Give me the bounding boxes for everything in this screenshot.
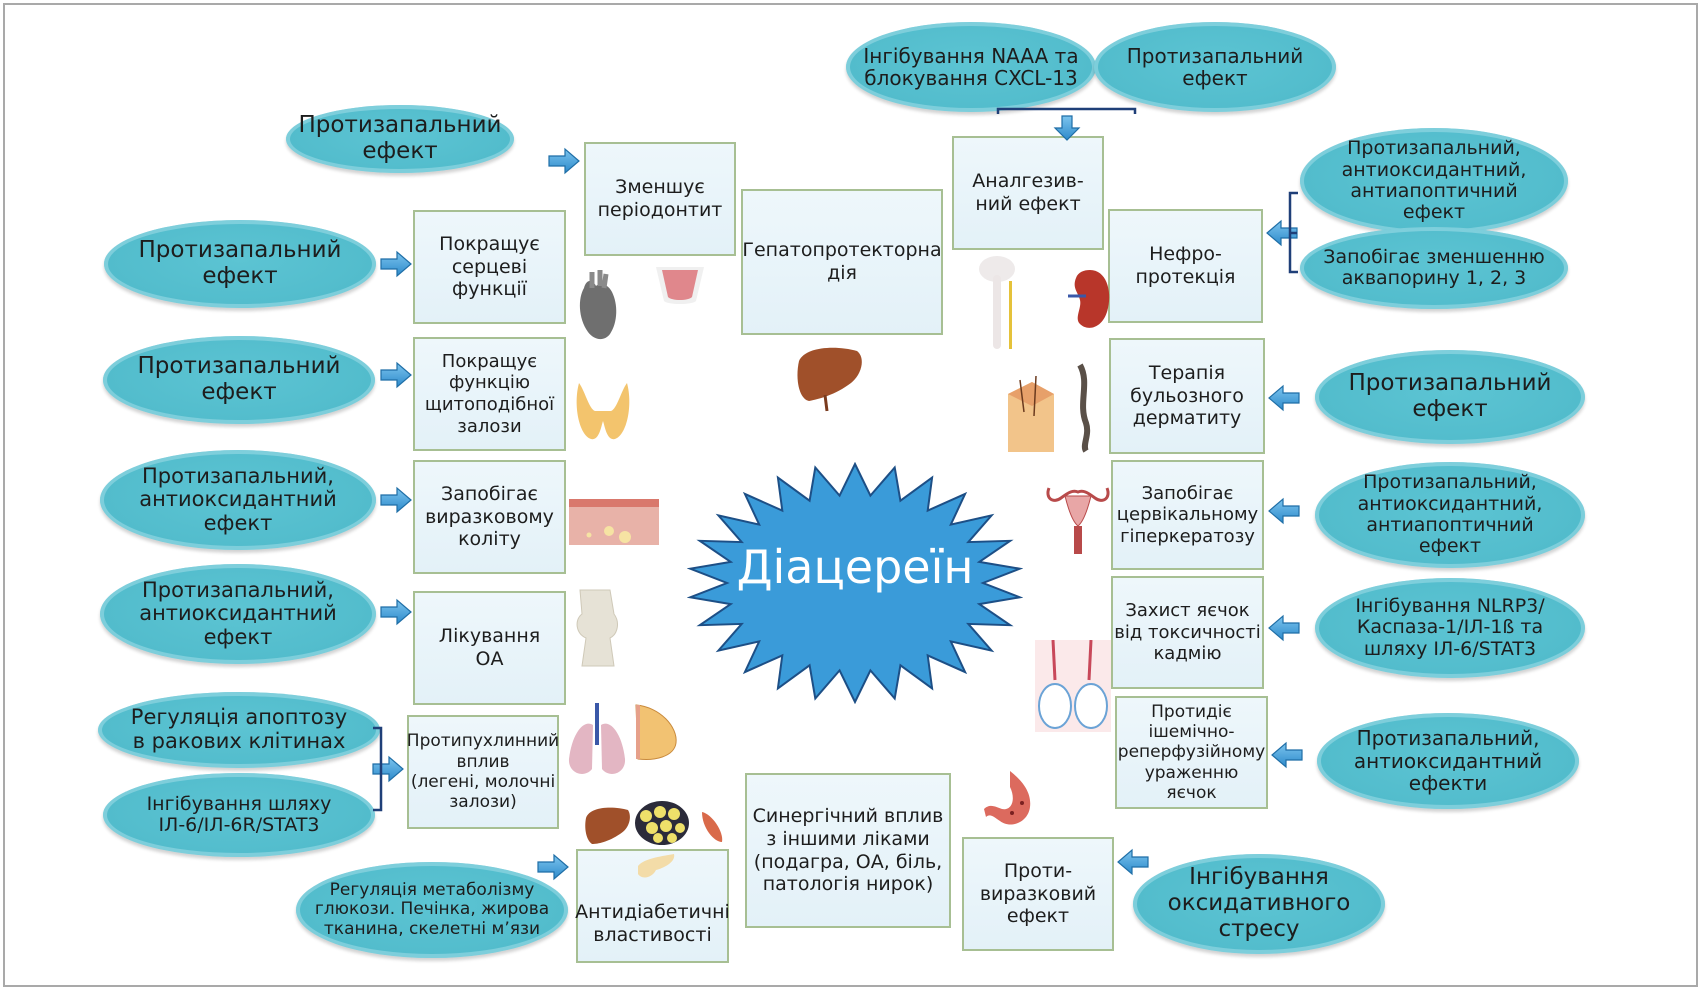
effect-box-dermatitis: Терапія бульозного дерматиту bbox=[1109, 338, 1265, 454]
liver-small-icon bbox=[585, 807, 630, 844]
cause-text: Протизапальний, антиоксидантний ефект bbox=[139, 463, 337, 535]
cause-ellipse-colitis: Протизапальний, антиоксидантний ефект bbox=[100, 450, 376, 550]
cause-text: Регуляція апоптозу в ракових клітинах bbox=[130, 705, 348, 753]
effect-text: Протипухлинний вплив (легені, молочні за… bbox=[406, 731, 560, 813]
cause-text: Протизапальний, антиоксидантний, антиапо… bbox=[1357, 471, 1543, 558]
pancreas-icon bbox=[638, 854, 675, 878]
fat-cells-icon bbox=[635, 801, 689, 845]
effect-box-antiulcer: Проти- виразковий ефект bbox=[962, 837, 1114, 951]
effect-text: Проти- виразковий ефект bbox=[979, 859, 1097, 928]
effect-text: Покращує серцеві функції bbox=[439, 232, 540, 301]
effect-text: Синергічний вплив з іншими ліками (подаг… bbox=[752, 804, 944, 896]
effect-box-oa: Лікування ОА bbox=[413, 591, 566, 705]
cause-text: Протизапальний ефект bbox=[1126, 43, 1304, 90]
cause-ellipse-il6: Інгібування шляху ІЛ-6/ІЛ-6R/STAT3 bbox=[103, 773, 375, 857]
cause-text: Інгібування шляху ІЛ-6/ІЛ-6R/STAT3 bbox=[146, 792, 332, 836]
cause-text: Протизапальний, антиоксидантний ефект bbox=[139, 577, 337, 649]
effect-box-periodontitis: Зменшує періодонтит bbox=[584, 142, 736, 256]
effect-text: Покращує функцію щитоподібної залози bbox=[424, 350, 555, 437]
effect-box-colitis: Запобігає виразковому коліту bbox=[413, 460, 566, 574]
starburst-shape bbox=[687, 462, 1023, 704]
cause-text: Протизапальний ефект bbox=[137, 353, 341, 405]
skin-icon bbox=[1008, 375, 1054, 452]
lungs-icon bbox=[568, 703, 626, 774]
cause-text: Регуляція метаболізму глюкози. Печінка, … bbox=[314, 880, 550, 939]
spine-icon bbox=[1077, 363, 1091, 453]
center-label: Діацереїн bbox=[736, 540, 974, 594]
effect-box-heart: Покращує серцеві функції bbox=[413, 210, 566, 324]
cause-ellipse-oa: Протизапальний, антиоксидантний ефект bbox=[100, 564, 376, 664]
effect-text: Зменшує періодонтит bbox=[597, 176, 723, 221]
liver-icon bbox=[797, 347, 862, 412]
effect-text: Запобігає цервікальному гіперкератозу bbox=[1116, 482, 1259, 547]
uterus-icon bbox=[1046, 487, 1110, 554]
effect-box-analgesic: Аналгезив- ний ефект bbox=[952, 136, 1104, 250]
muscle-icon bbox=[702, 812, 723, 842]
stomach-icon bbox=[984, 771, 1031, 825]
cause-text: Запобігає зменшенню аквапорину 1, 2, 3 bbox=[1323, 245, 1545, 289]
center-star bbox=[687, 462, 1023, 704]
effect-text: Захист яєчок від токсичності кадмію bbox=[1114, 600, 1261, 665]
effect-box-antitumor: Протипухлинний вплив (легені, молочні за… bbox=[407, 715, 559, 829]
effect-text: Антидіабетичні властивості bbox=[575, 901, 730, 947]
cause-text: Інгібування оксидативного стресу bbox=[1167, 864, 1351, 942]
effect-box-ischemia: Протидіє ішемічно- реперфузійному уражен… bbox=[1115, 696, 1268, 809]
effect-box-cadmium: Захист яєчок від токсичності кадмію bbox=[1111, 576, 1264, 689]
cause-text: Протизапальний ефект bbox=[1348, 370, 1552, 422]
cause-ellipse-periodontitis: Протизапальний ефект bbox=[286, 105, 514, 173]
effect-box-thyroid: Покращує функцію щитоподібної залози bbox=[413, 337, 566, 451]
effect-box-cervical: Запобігає цервікальному гіперкератозу bbox=[1111, 460, 1264, 570]
cause-text: Протизапальний, антиоксидантний, антиапо… bbox=[1341, 137, 1527, 224]
effect-text: Аналгезив- ний ефект bbox=[972, 170, 1084, 215]
cause-ellipse-aquaporin: Запобігає зменшенню аквапорину 1, 2, 3 bbox=[1300, 227, 1568, 309]
effect-text: Протидіє ішемічно- реперфузійному уражен… bbox=[1117, 701, 1266, 804]
effect-box-synergy: Синергічний вплив з іншими ліками (подаг… bbox=[745, 773, 951, 928]
mouth-icon bbox=[656, 267, 704, 304]
cause-ellipse-nephro-1: Протизапальний, антиоксидантний, антиапо… bbox=[1300, 128, 1568, 234]
cause-ellipse-naaa: Інгібування NAAA та блокування CXCL-13 bbox=[846, 22, 1096, 112]
effect-box-hepatoprotective: Гепатопротекторна дія bbox=[741, 189, 943, 335]
cause-text: Протизапальний, антиоксидантний ефекти bbox=[1353, 726, 1543, 796]
effect-text: Запобігає виразковому коліту bbox=[425, 482, 554, 551]
cause-ellipse-heart: Протизапальний ефект bbox=[104, 220, 376, 308]
cause-ellipse-dermatitis: Протизапальний ефект bbox=[1315, 350, 1585, 444]
cause-text: Інгібування NLRP3/ Каспаза-1/ІЛ-1ß та шл… bbox=[1355, 595, 1545, 660]
effect-box-nephroprotection: Нефро- протекція bbox=[1108, 209, 1263, 323]
cause-ellipse-glucose: Регуляція метаболізму глюкози. Печінка, … bbox=[296, 862, 568, 958]
cause-ellipse-antiinflammatory-top: Протизапальний ефект bbox=[1094, 22, 1336, 112]
cause-text: Інгібування NAAA та блокування CXCL-13 bbox=[863, 43, 1079, 90]
effect-text: Гепатопротекторна дія bbox=[742, 239, 942, 284]
cause-ellipse-thyroid: Протизапальний ефект bbox=[103, 336, 375, 424]
effect-text: Лікування ОА bbox=[438, 625, 541, 670]
cause-text: Протизапальний ефект bbox=[138, 237, 342, 289]
testes-icon bbox=[1035, 640, 1111, 732]
breast-icon bbox=[635, 704, 677, 760]
cause-ellipse-apoptosis: Регуляція апоптозу в ракових клітинах bbox=[98, 692, 380, 768]
effect-text: Терапія бульозного дерматиту bbox=[1130, 361, 1244, 430]
cause-text: Протизапальний ефект bbox=[298, 112, 502, 164]
cause-ellipse-cervical: Протизапальний, антиоксидантний, антиапо… bbox=[1315, 462, 1585, 568]
effect-text: Нефро- протекція bbox=[1135, 243, 1236, 288]
spinal-cord-icon bbox=[979, 256, 1015, 349]
cause-ellipse-ischemia: Протизапальний, антиоксидантний ефекти bbox=[1317, 713, 1579, 809]
thyroid-icon bbox=[576, 383, 630, 440]
kidney-icon bbox=[1068, 270, 1110, 328]
colon-icon bbox=[569, 499, 659, 545]
knee-icon bbox=[576, 589, 618, 667]
cause-ellipse-nlrp3: Інгібування NLRP3/ Каспаза-1/ІЛ-1ß та шл… bbox=[1315, 578, 1585, 678]
heart-icon bbox=[579, 270, 617, 340]
cause-ellipse-oxidative: Інгібування оксидативного стресу bbox=[1133, 854, 1385, 954]
